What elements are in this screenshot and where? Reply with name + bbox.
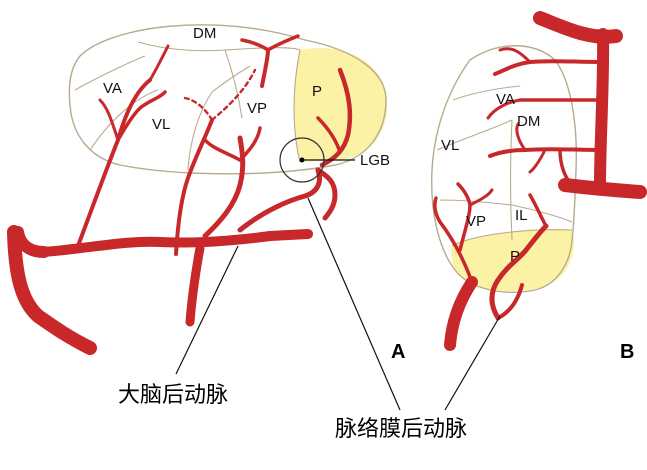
caption-posterior-choroidal-artery: 脉络膜后动脉 [335,417,467,442]
panel-a-branch-posterior [240,170,319,230]
panel-a-pulvinar-region [294,48,387,162]
panel-a-label-vl: VL [152,116,170,133]
panel-b-panel-letter: B [620,341,634,363]
panel-b-branch-dm [530,150,545,172]
panel-b-division [511,120,513,240]
panel-b-pca-inferior [450,282,472,345]
panel-b-label-vl: VL [441,137,459,154]
caption-posterior-cerebral-artery: 大脑后动脉 [118,383,228,408]
panel-a-label-dm: DM [193,25,216,42]
panel-b-thalamus [432,46,577,292]
panel-b-label-va: VA [496,91,515,108]
panel-b-pca-vertical [600,34,603,185]
panel-a-branch-va [100,100,118,140]
leader-posterior-choroidal-artery-a [308,198,400,410]
panel-b-branch-va [495,61,600,74]
panel-b-branch-il [530,195,546,226]
panel-b-branch-va [500,49,530,62]
panel-a-branch-vp [205,140,240,160]
panel-b-pca-lower [565,185,640,192]
panel-a-pca-origin [18,232,44,252]
panel-b-label-il: IL [515,207,528,224]
panel-a-pca-descending [190,248,200,322]
leader-posterior-cerebral-artery [176,246,238,374]
panel-b-label-vp: VP [466,213,486,230]
panel-a-label-vp: VP [247,100,267,117]
panel-a-label-lgb: LGB [360,152,390,169]
panel-b-label-p: P [510,248,520,265]
panel-a-label-va: VA [103,80,122,97]
panel-a-dashed-branch [185,98,212,120]
panel-a-branch-dm [262,50,268,86]
panel-a-panel-letter: A [391,341,405,363]
panel-a-branch-va [150,46,168,80]
panel-b-label-dm: DM [517,113,540,130]
panel-a-label-p: P [312,83,322,100]
